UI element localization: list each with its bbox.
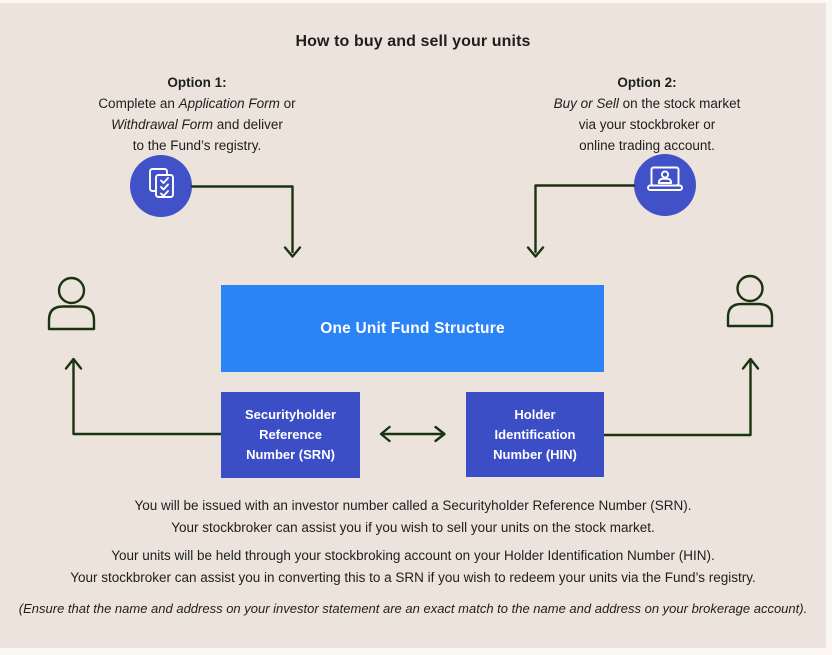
option2-line2: via your stockbroker or <box>578 117 716 132</box>
laptop-user-icon <box>634 154 696 216</box>
hin-box-line2: Identification <box>494 426 576 442</box>
option1-heading: Option 1: <box>167 75 227 90</box>
hin-box: Holder Identification Number (HIN) <box>466 392 604 477</box>
hin-note-line1: Your units will be held through your sto… <box>111 548 715 563</box>
hin-box-line1: Holder <box>514 406 556 422</box>
srn-box-line3: Number (SRN) <box>246 447 335 462</box>
option1-line3: to the Fund’s registry. <box>132 138 262 153</box>
option1-line1: Complete an Application Form or <box>98 96 296 111</box>
srn-box-line2: Reference <box>259 427 322 442</box>
hin-note: Your units will be held through your sto… <box>0 545 826 589</box>
srn-box-line1: Securityholder <box>244 407 337 422</box>
disclaimer-note: (Ensure that the name and address on you… <box>18 601 808 616</box>
page-title: How to buy and sell your units <box>295 33 531 50</box>
option1-line2: Withdrawal Form and deliver <box>111 117 283 132</box>
hin-box-line3: Number (HIN) <box>493 446 577 462</box>
srn-note: You will be issued with an investor numb… <box>0 495 826 539</box>
fund-structure-box: One Unit Fund Structure <box>221 285 604 372</box>
option1-text-block: Option 1: Complete an Application Form o… <box>52 72 342 156</box>
srn-note-line1: You will be issued with an investor numb… <box>134 498 692 513</box>
option2-line1: Buy or Sell on the stock market <box>553 96 741 111</box>
option2-heading: Option 2: <box>617 75 677 90</box>
hin-note-line2: Your stockbroker can assist you in conve… <box>70 570 756 585</box>
option2-text-block: Option 2: Buy or Sell on the stock marke… <box>502 72 792 156</box>
srn-note-line2: Your stockbroker can assist you if you w… <box>171 520 655 535</box>
srn-box: Securityholder Reference Number (SRN) <box>221 392 360 478</box>
option2-line3: online trading account. <box>579 138 715 153</box>
documents-checklist-icon <box>130 155 192 217</box>
